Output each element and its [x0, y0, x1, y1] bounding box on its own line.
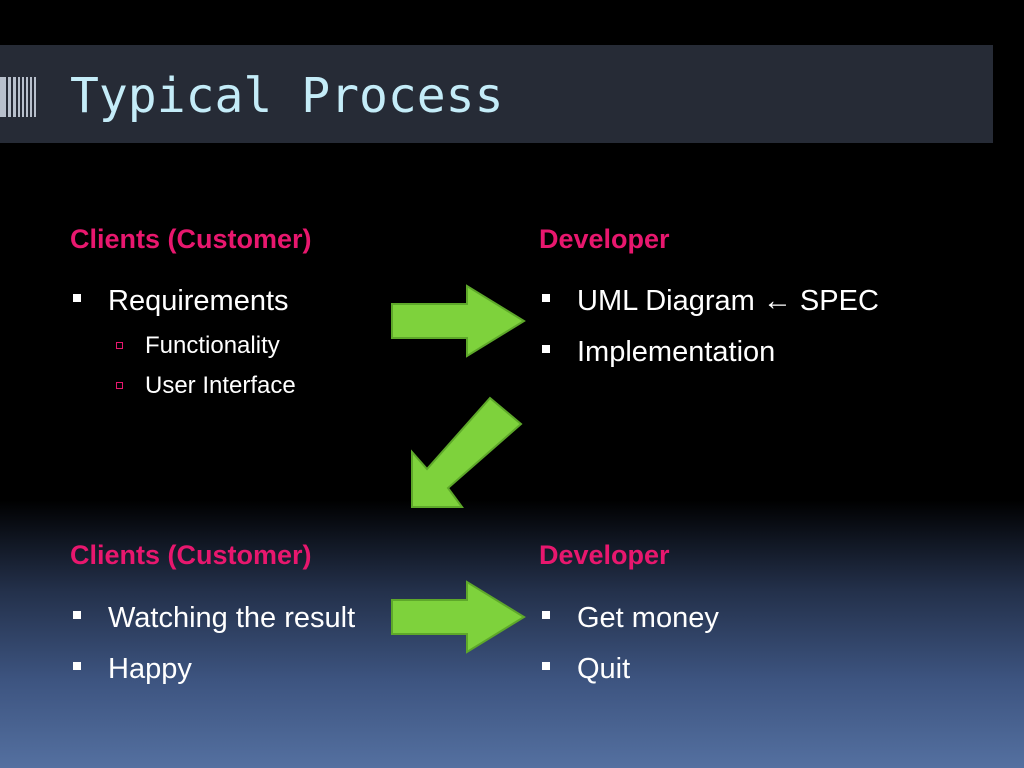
sub-bullet-icon	[116, 342, 123, 349]
list-item: Implementation	[542, 335, 776, 369]
list-item: Get money	[542, 601, 719, 635]
list-item: Happy	[73, 652, 192, 686]
bullet-icon	[542, 662, 550, 670]
title-bar	[0, 45, 993, 143]
bullet-icon	[73, 294, 81, 302]
list-item: Quit	[542, 652, 631, 686]
list-item-label: Watching the result	[108, 602, 356, 634]
list-item-label: Happy	[108, 653, 192, 685]
sub-list-item-label: Functionality	[145, 332, 280, 359]
list-item: UML Diagram ← SPEC	[542, 284, 879, 318]
bullet-icon	[542, 345, 550, 353]
sub-list-item: User Interface	[116, 372, 296, 400]
bullet-icon	[542, 294, 550, 302]
list-item-label: Quit	[577, 653, 631, 685]
bullet-icon	[73, 662, 81, 670]
heading-clients-top: Clients (Customer)	[70, 224, 312, 254]
slide-title: Typical Process	[70, 68, 504, 124]
sub-list-item-label: User Interface	[145, 372, 296, 399]
decorative-bars-icon	[0, 77, 36, 117]
arrow-down-left-icon	[411, 396, 523, 508]
arrow-right-icon	[391, 284, 526, 358]
list-item: Watching the result	[73, 601, 356, 635]
sub-bullet-icon	[116, 382, 123, 389]
heading-developer-top: Developer	[539, 224, 670, 254]
list-item-label: Implementation	[577, 336, 776, 368]
sub-list-item: Functionality	[116, 332, 280, 360]
list-item-label: Get money	[577, 602, 719, 634]
list-item: Requirements	[73, 284, 289, 318]
list-item-label: UML Diagram ← SPEC	[577, 285, 879, 317]
heading-developer-bottom: Developer	[539, 540, 670, 570]
list-item-label: Requirements	[108, 285, 289, 317]
bullet-icon	[542, 611, 550, 619]
heading-clients-bottom: Clients (Customer)	[70, 540, 312, 570]
arrow-right-icon	[391, 580, 526, 654]
bullet-icon	[73, 611, 81, 619]
